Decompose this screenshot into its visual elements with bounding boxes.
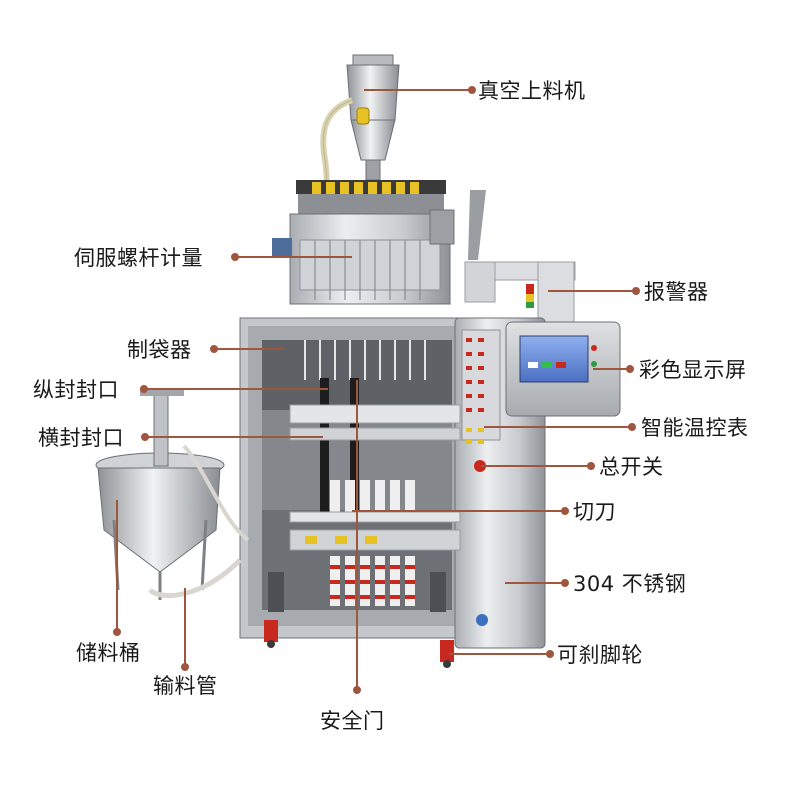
storage-tank [95, 388, 225, 600]
alarm-light [526, 284, 534, 308]
label-color-display: 彩色显示屏 [639, 358, 747, 382]
servo-motor-row [312, 182, 419, 194]
label-main-switch: 总开关 [599, 455, 664, 479]
label-alarm: 报警器 [644, 280, 709, 304]
main-switch-knob [474, 460, 486, 472]
pouch-strips [330, 480, 415, 606]
label-temp-controller: 智能温控表 [641, 416, 749, 440]
main-cabinet [239, 317, 546, 649]
color-display-unit [505, 321, 621, 417]
blue-button [476, 614, 488, 626]
servo-screw-metering [272, 180, 486, 305]
label-safety-door: 安全门 [320, 709, 385, 733]
temperature-controller-panel [461, 329, 501, 444]
label-horizontal-seal: 横封封口 [38, 426, 124, 450]
label-servo-screw-metering: 伺服螺杆计量 [74, 246, 203, 270]
label-feed-pipe: 输料管 [153, 674, 218, 698]
feed-pipe [148, 444, 250, 598]
forming-tubes [304, 340, 426, 380]
leader-lines [113, 86, 640, 694]
label-vacuum-loader: 真空上料机 [478, 79, 586, 103]
label-stainless-304: 304 不锈钢 [573, 572, 687, 596]
label-bag-former: 制袋器 [127, 338, 192, 362]
label-vertical-seal: 纵封封口 [33, 378, 119, 402]
label-cutter: 切刀 [573, 500, 616, 524]
label-storage-tank: 储料桶 [76, 641, 141, 665]
casters [264, 620, 454, 668]
label-brake-caster: 可刹脚轮 [557, 643, 643, 667]
